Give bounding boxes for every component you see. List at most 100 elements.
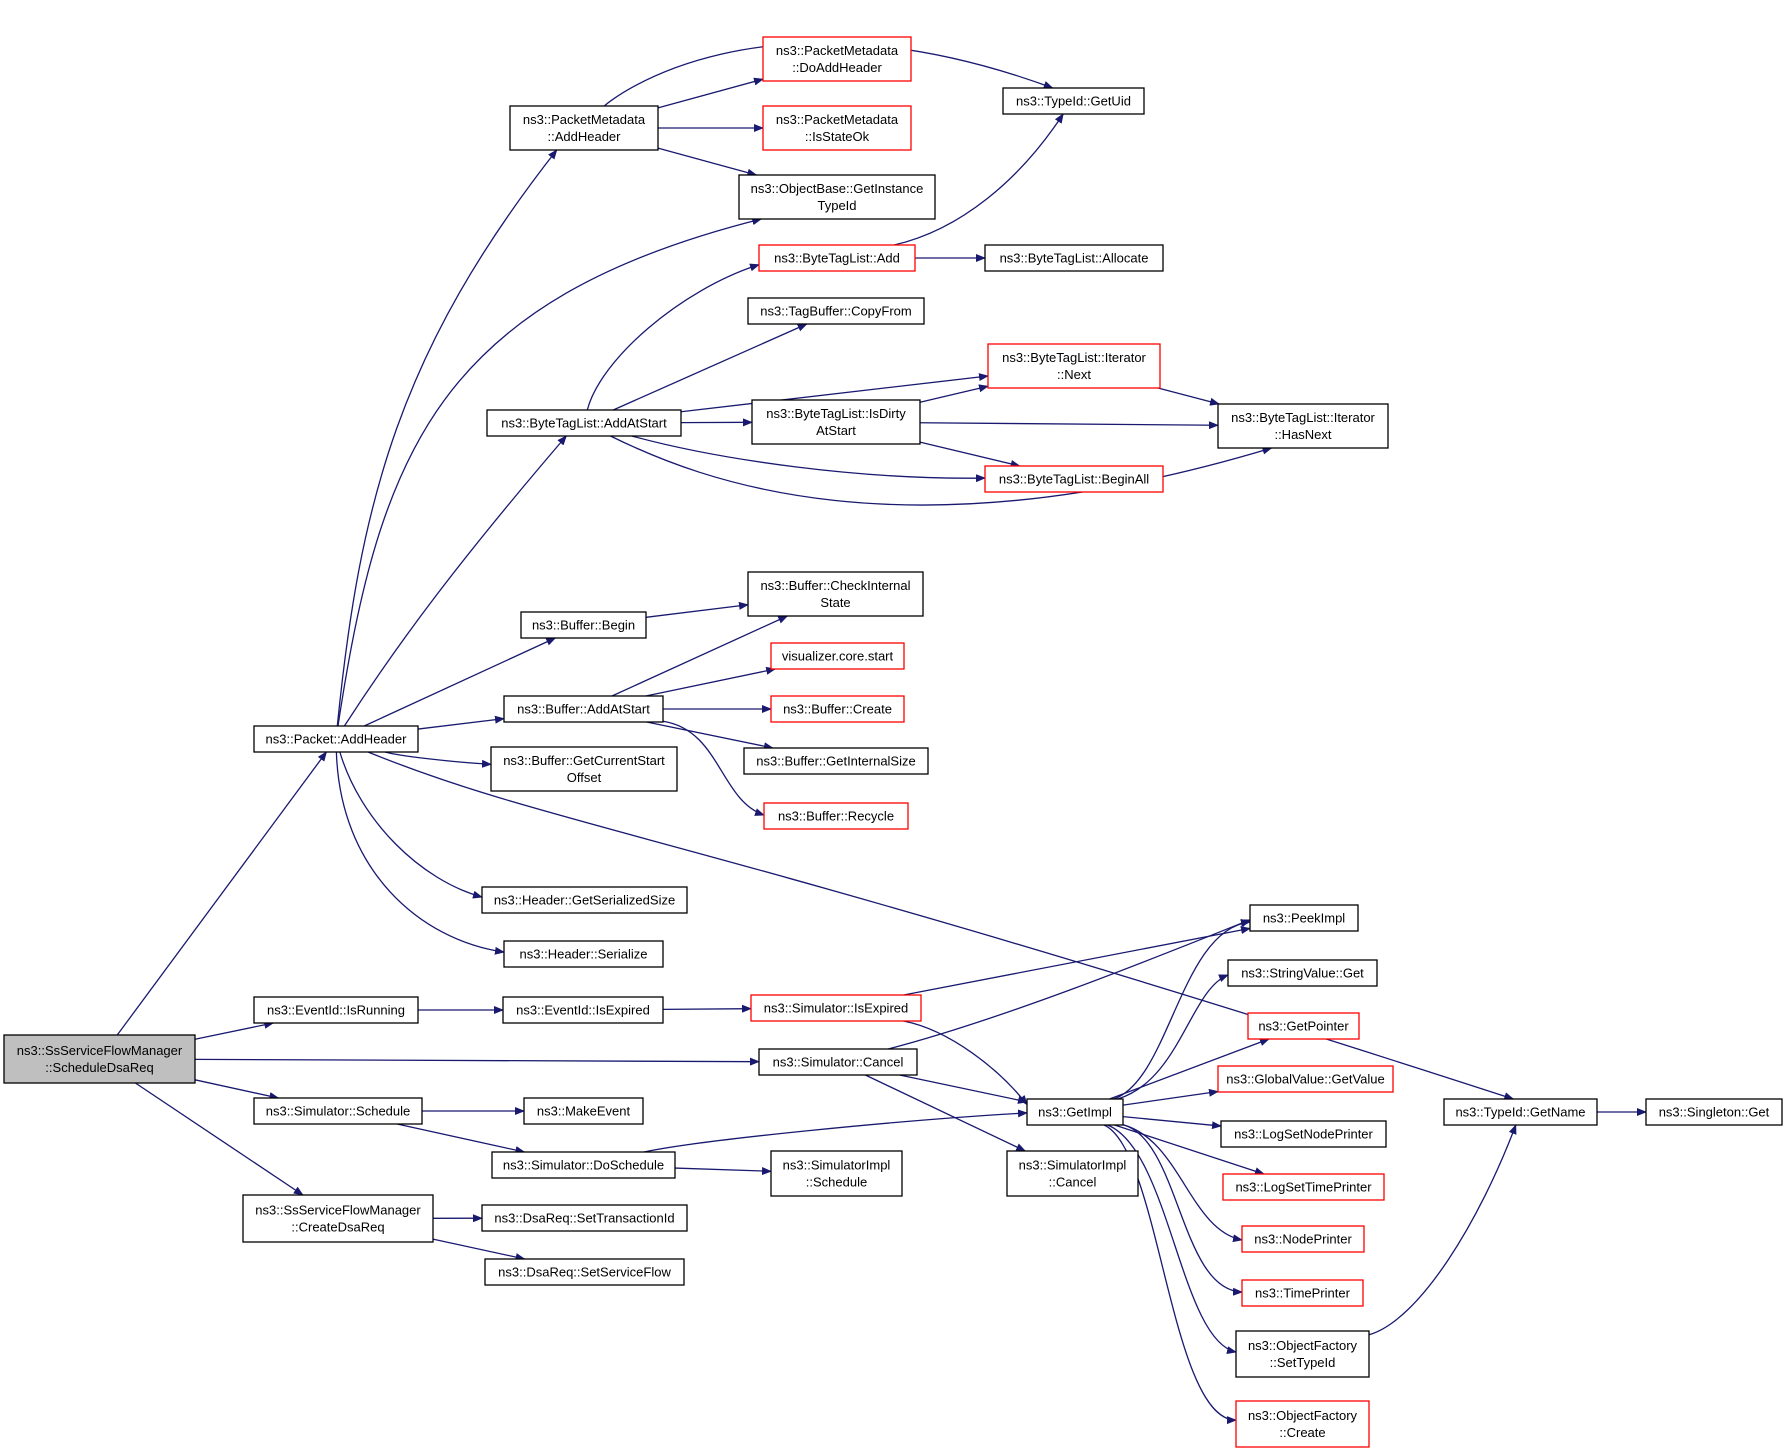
- node-simulator-isexpired[interactable]: ns3::Simulator::IsExpired: [750, 994, 922, 1022]
- node-label-line: ::AddHeader: [548, 129, 622, 144]
- node-label-line: visualizer.core.start: [782, 649, 894, 664]
- node-box: [1443, 1098, 1598, 1126]
- node-visualizer-core-start[interactable]: visualizer.core.start: [770, 642, 905, 670]
- node-btl-iter-next[interactable]: ns3::ByteTagList::Iterator::Next: [987, 343, 1161, 389]
- node-label-line: ns3::GetPointer: [1258, 1019, 1349, 1034]
- node-label-line: ::SetTypeId: [1270, 1355, 1336, 1370]
- node-label-line: ns3::Header::GetSerializedSize: [494, 893, 675, 908]
- node-box: [743, 747, 929, 775]
- node-objectfactory-settypeid[interactable]: ns3::ObjectFactory::SetTypeId: [1235, 1330, 1370, 1378]
- node-buffer-create[interactable]: ns3::Buffer::Create: [770, 695, 905, 723]
- edge-root-to-packet_addheader: [116, 751, 327, 1036]
- node-label-line: ::DoAddHeader: [792, 60, 882, 75]
- edge-packet_addheader-to-buffer_getcurrentstartoffset: [384, 751, 492, 768]
- node-singleton-get[interactable]: ns3::Singleton::Get: [1645, 1098, 1783, 1126]
- node-box: [481, 1204, 688, 1232]
- node-root[interactable]: ns3::SsServiceFlowManager::ScheduleDsaRe…: [3, 1034, 196, 1084]
- node-pm-doaddheader[interactable]: ns3::PacketMetadata::DoAddHeader: [762, 36, 912, 82]
- node-btl-iter-hasnext[interactable]: ns3::ByteTagList::Iterator::HasNext: [1217, 403, 1389, 449]
- node-simulator-doschedule[interactable]: ns3::Simulator::DoSchedule: [491, 1151, 676, 1179]
- node-buffer-getinternalsize[interactable]: ns3::Buffer::GetInternalSize: [743, 747, 929, 775]
- node-label-line: ns3::SsServiceFlowManager: [255, 1203, 421, 1218]
- node-buffer-addatstart[interactable]: ns3::Buffer::AddAtStart: [503, 695, 664, 723]
- node-eventid-isexpired[interactable]: ns3::EventId::IsExpired: [502, 996, 664, 1024]
- node-pm-addheader[interactable]: ns3::PacketMetadata::AddHeader: [509, 105, 659, 151]
- node-btl-beginall[interactable]: ns3::ByteTagList::BeginAll: [984, 465, 1164, 493]
- node-box: [770, 695, 905, 723]
- node-simulatorimpl-cancel[interactable]: ns3::SimulatorImpl::Cancel: [1006, 1150, 1139, 1197]
- node-header-serialize[interactable]: ns3::Header::Serialize: [503, 940, 664, 968]
- node-typeid-getuid[interactable]: ns3::TypeId::GetUid: [1002, 87, 1145, 115]
- node-getpointer[interactable]: ns3::GetPointer: [1247, 1012, 1360, 1040]
- node-label-line: ns3::LogSetTimePrinter: [1235, 1180, 1372, 1195]
- node-label-line: ns3::ByteTagList::Allocate: [1000, 251, 1149, 266]
- node-nodeprinter[interactable]: ns3::NodePrinter: [1241, 1225, 1365, 1253]
- edge-btl_addatstart-to-btl_add: [586, 263, 760, 411]
- edge-pm_addheader-to-typeid_getuid: [603, 42, 1054, 107]
- node-typeid-getname[interactable]: ns3::TypeId::GetName: [1443, 1098, 1598, 1126]
- node-layer: ns3::SsServiceFlowManager::ScheduleDsaRe…: [3, 36, 1783, 1448]
- edge-pm_addheader-to-objectbase_getinstancetypeid: [657, 147, 758, 177]
- edge-eventid_isexpired-to-simulator_isexpired: [662, 1004, 752, 1013]
- node-label-line: ns3::ByteTagList::Add: [774, 251, 900, 266]
- edge-packet_addheader-to-btl_addatstart: [343, 435, 567, 727]
- node-buffer-begin[interactable]: ns3::Buffer::Begin: [520, 611, 647, 639]
- edge-simulator_isexpired-to-peekimpl: [903, 926, 1251, 996]
- node-getimpl[interactable]: ns3::GetImpl: [1026, 1098, 1124, 1126]
- edge-getimpl-to-peekimpl: [1113, 918, 1251, 1100]
- node-label-line: ns3::ByteTagList::IsDirty: [766, 406, 906, 421]
- node-simulatorimpl-schedule[interactable]: ns3::SimulatorImpl::Schedule: [770, 1150, 903, 1197]
- edge-buffer_addatstart-to-visualizer_core_start: [645, 666, 777, 697]
- node-box: [751, 399, 921, 445]
- node-objectfactory-create[interactable]: ns3::ObjectFactory::Create: [1235, 1400, 1370, 1448]
- edge-btl_addatstart-to-tagbuffer_copyfrom: [612, 323, 808, 411]
- node-simulator-schedule[interactable]: ns3::Simulator::Schedule: [253, 1097, 423, 1125]
- node-logsetnodeprinter[interactable]: ns3::LogSetNodePrinter: [1220, 1120, 1387, 1148]
- node-timeprinter[interactable]: ns3::TimePrinter: [1241, 1279, 1364, 1307]
- node-box: [758, 244, 916, 272]
- node-logsettimeprinter[interactable]: ns3::LogSetTimePrinter: [1222, 1173, 1385, 1201]
- node-dsareq-settransactionid[interactable]: ns3::DsaReq::SetTransactionId: [481, 1204, 688, 1232]
- node-box: [987, 343, 1161, 389]
- node-btl-add[interactable]: ns3::ByteTagList::Add: [758, 244, 916, 272]
- node-globalvalue-getvalue[interactable]: ns3::GlobalValue::GetValue: [1217, 1065, 1394, 1093]
- node-buffer-recycle[interactable]: ns3::Buffer::Recycle: [763, 802, 909, 830]
- node-eventid-isrunning[interactable]: ns3::EventId::IsRunning: [253, 996, 419, 1024]
- node-box: [1227, 959, 1378, 987]
- node-btl-allocate[interactable]: ns3::ByteTagList::Allocate: [984, 244, 1164, 272]
- node-makeevent[interactable]: ns3::MakeEvent: [523, 1097, 644, 1125]
- edge-getimpl-to-timeprinter: [1122, 1124, 1243, 1296]
- edge-objectfactory_settypeid-to-typeid_getname: [1368, 1124, 1517, 1336]
- edge-root-to-simulator_schedule: [194, 1079, 280, 1100]
- edge-createdsareq-to-dsareq_setserviceflow: [432, 1238, 526, 1262]
- edge-packet_addheader-to-pm_addheader: [336, 149, 558, 727]
- node-tagbuffer-copyfrom[interactable]: ns3::TagBuffer::CopyFrom: [747, 297, 925, 325]
- node-createdsareq[interactable]: ns3::SsServiceFlowManager::CreateDsaReq: [242, 1194, 434, 1243]
- node-label-line: ns3::EventId::IsExpired: [516, 1003, 650, 1018]
- node-label-line: ns3::ByteTagList::AddAtStart: [501, 416, 667, 431]
- node-btl-addatstart[interactable]: ns3::ByteTagList::AddAtStart: [486, 409, 682, 437]
- node-label-line: ns3::Buffer::Create: [783, 702, 892, 717]
- node-label-line: ns3::GetImpl: [1038, 1105, 1112, 1120]
- edge-packet_addheader-to-objectbase_getinstancetypeid: [337, 217, 763, 727]
- node-label-line: ns3::Buffer::Begin: [532, 618, 635, 633]
- edge-btl_addatstart-to-btl_iter_hasnext: [610, 435, 1273, 506]
- node-box: [1002, 87, 1145, 115]
- node-pm-isstateok[interactable]: ns3::PacketMetadata::IsStateOk: [762, 105, 912, 151]
- node-box: [1006, 1150, 1139, 1197]
- node-label-line: ns3::ObjectFactory: [1248, 1408, 1358, 1423]
- edge-simulator_schedule-to-simulator_doschedule: [396, 1123, 526, 1154]
- node-stringvalue-get[interactable]: ns3::StringValue::Get: [1227, 959, 1378, 987]
- node-simulator-cancel[interactable]: ns3::Simulator::Cancel: [758, 1048, 918, 1076]
- node-label-line: ns3::Buffer::AddAtStart: [517, 702, 650, 717]
- node-peekimpl[interactable]: ns3::PeekImpl: [1249, 904, 1359, 932]
- node-box: [1235, 1400, 1370, 1448]
- node-box: [502, 996, 664, 1024]
- node-header-getserializedsize[interactable]: ns3::Header::GetSerializedSize: [481, 886, 688, 914]
- node-dsareq-setserviceflow[interactable]: ns3::DsaReq::SetServiceFlow: [484, 1258, 685, 1286]
- node-packet-addheader[interactable]: ns3::Packet::AddHeader: [253, 725, 419, 753]
